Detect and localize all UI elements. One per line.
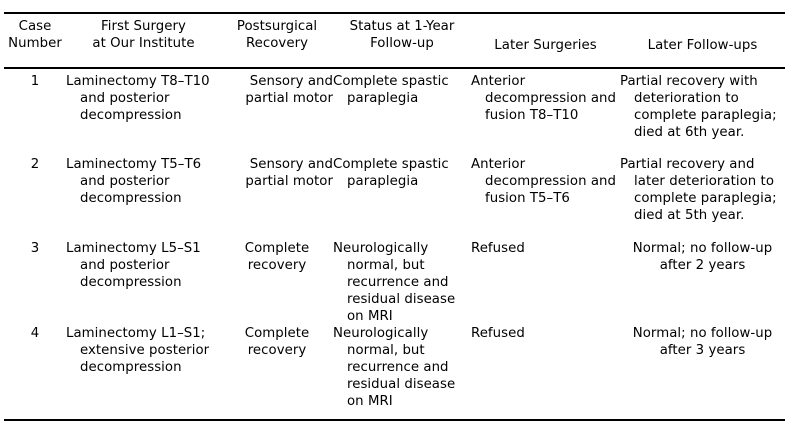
table-row: Neurologically normal, but recurrence an… — [333, 326, 456, 409]
column-header-case-number: Case Number — [8, 19, 62, 51]
table-row: Complete recovery — [244, 241, 310, 273]
column-header-first-surgery: First Surgery at Our Institute — [92, 19, 195, 51]
column-header-later-surgeries: Later Surgeries — [494, 38, 597, 53]
table-row: 4 — [30, 326, 40, 341]
table-row: 3 — [30, 241, 40, 256]
table-bottom-rule — [4, 419, 785, 421]
table-row: Laminectomy T8–T10 and posterior decompr… — [66, 74, 210, 123]
table-row: Laminectomy L5–S1 and posterior decompre… — [66, 241, 201, 290]
table-row: Sensory and partial motor — [245, 74, 333, 106]
table-row: Complete spastic paraplegia — [333, 74, 449, 106]
table-top-rule — [4, 12, 785, 14]
table-row: Complete spastic paraplegia — [333, 157, 449, 189]
table-row: Normal; no follow-up after 3 years — [632, 326, 773, 358]
table-row: Normal; no follow-up after 2 years — [632, 241, 773, 273]
table-header-rule — [4, 67, 785, 69]
table-row: 1 — [30, 74, 40, 89]
table-row: Laminectomy L1–S1; extensive posterior d… — [66, 326, 210, 375]
table-row: Anterior decompression and fusion T5–T6 — [471, 157, 617, 206]
table-row: Complete recovery — [244, 326, 310, 358]
table-row: Neurologically normal, but recurrence an… — [333, 241, 456, 324]
table-row: Refused — [471, 241, 525, 256]
column-header-postsurgical-recovery: Postsurgical Recovery — [236, 19, 318, 51]
table-row: 2 — [30, 157, 40, 172]
column-header-status-1-year: Status at 1-Year Follow-up — [349, 19, 455, 51]
table-row: Anterior decompression and fusion T8–T10 — [471, 74, 617, 123]
table-row: Laminectomy T5–T6 and posterior decompre… — [66, 157, 202, 206]
table-row: Partial recovery and later deterioration… — [620, 157, 777, 223]
table-row: Sensory and partial motor — [245, 157, 333, 189]
table-row: Partial recovery with deterioration to c… — [620, 74, 777, 140]
table-row: Refused — [471, 326, 525, 341]
column-header-later-followups: Later Follow-ups — [647, 38, 758, 53]
